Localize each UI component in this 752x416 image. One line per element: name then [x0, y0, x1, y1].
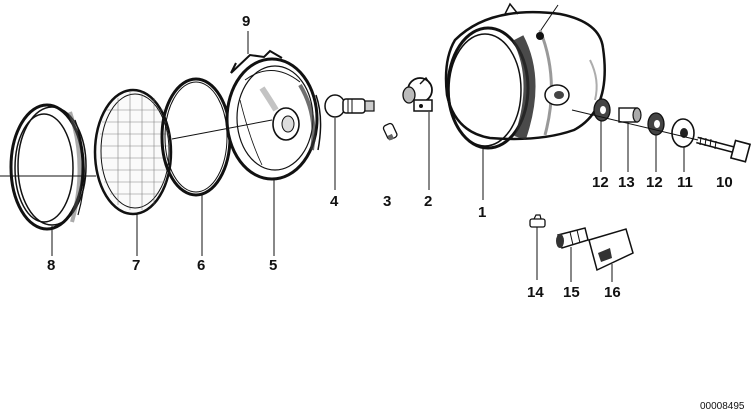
part-9-wire-spring — [230, 49, 283, 74]
callout-6: 6 — [197, 257, 205, 274]
part-11-rubber-washer — [671, 118, 695, 148]
callout-8: 8 — [47, 257, 55, 274]
part-8-trim-ring — [9, 103, 87, 231]
callout-13: 13 — [618, 174, 635, 191]
part-4-bulb — [324, 94, 375, 118]
part-7-lens — [93, 88, 173, 216]
callout-9: 9 — [242, 13, 250, 30]
leader-lines — [0, 4, 699, 282]
callout-1: 1 — [478, 204, 486, 221]
callout-4: 4 — [330, 193, 339, 210]
part-10-bolt — [696, 136, 752, 163]
part-3-small-bulb — [382, 122, 398, 141]
part-15-grommet — [556, 227, 589, 249]
callout-10: 10 — [716, 174, 733, 191]
callout-3: 3 — [383, 193, 391, 210]
reference-number: 00008495 — [700, 401, 745, 412]
callout-16: 16 — [604, 284, 621, 301]
callout-11: 11 — [677, 174, 693, 191]
callout-14: 14 — [527, 284, 544, 301]
part-12-washer-a — [593, 98, 611, 122]
part-1-housing — [444, 2, 606, 150]
callout-15: 15 — [563, 284, 580, 301]
part-2-socket — [402, 76, 433, 112]
part-6-seal-ring — [160, 77, 232, 197]
callout-labels: 1 2 3 4 5 6 7 8 9 10 11 12 12 13 14 15 1… — [47, 13, 733, 301]
callout-2: 2 — [424, 193, 432, 210]
callout-7: 7 — [132, 257, 140, 274]
part-16-bracket — [588, 228, 634, 272]
callout-12a: 12 — [592, 174, 609, 191]
part-14-fuse-bulb — [529, 214, 546, 228]
part-5-reflector — [225, 57, 322, 181]
callout-5: 5 — [269, 257, 277, 274]
part-13-spacer-sleeve — [618, 107, 642, 123]
callout-12b: 12 — [646, 174, 663, 191]
